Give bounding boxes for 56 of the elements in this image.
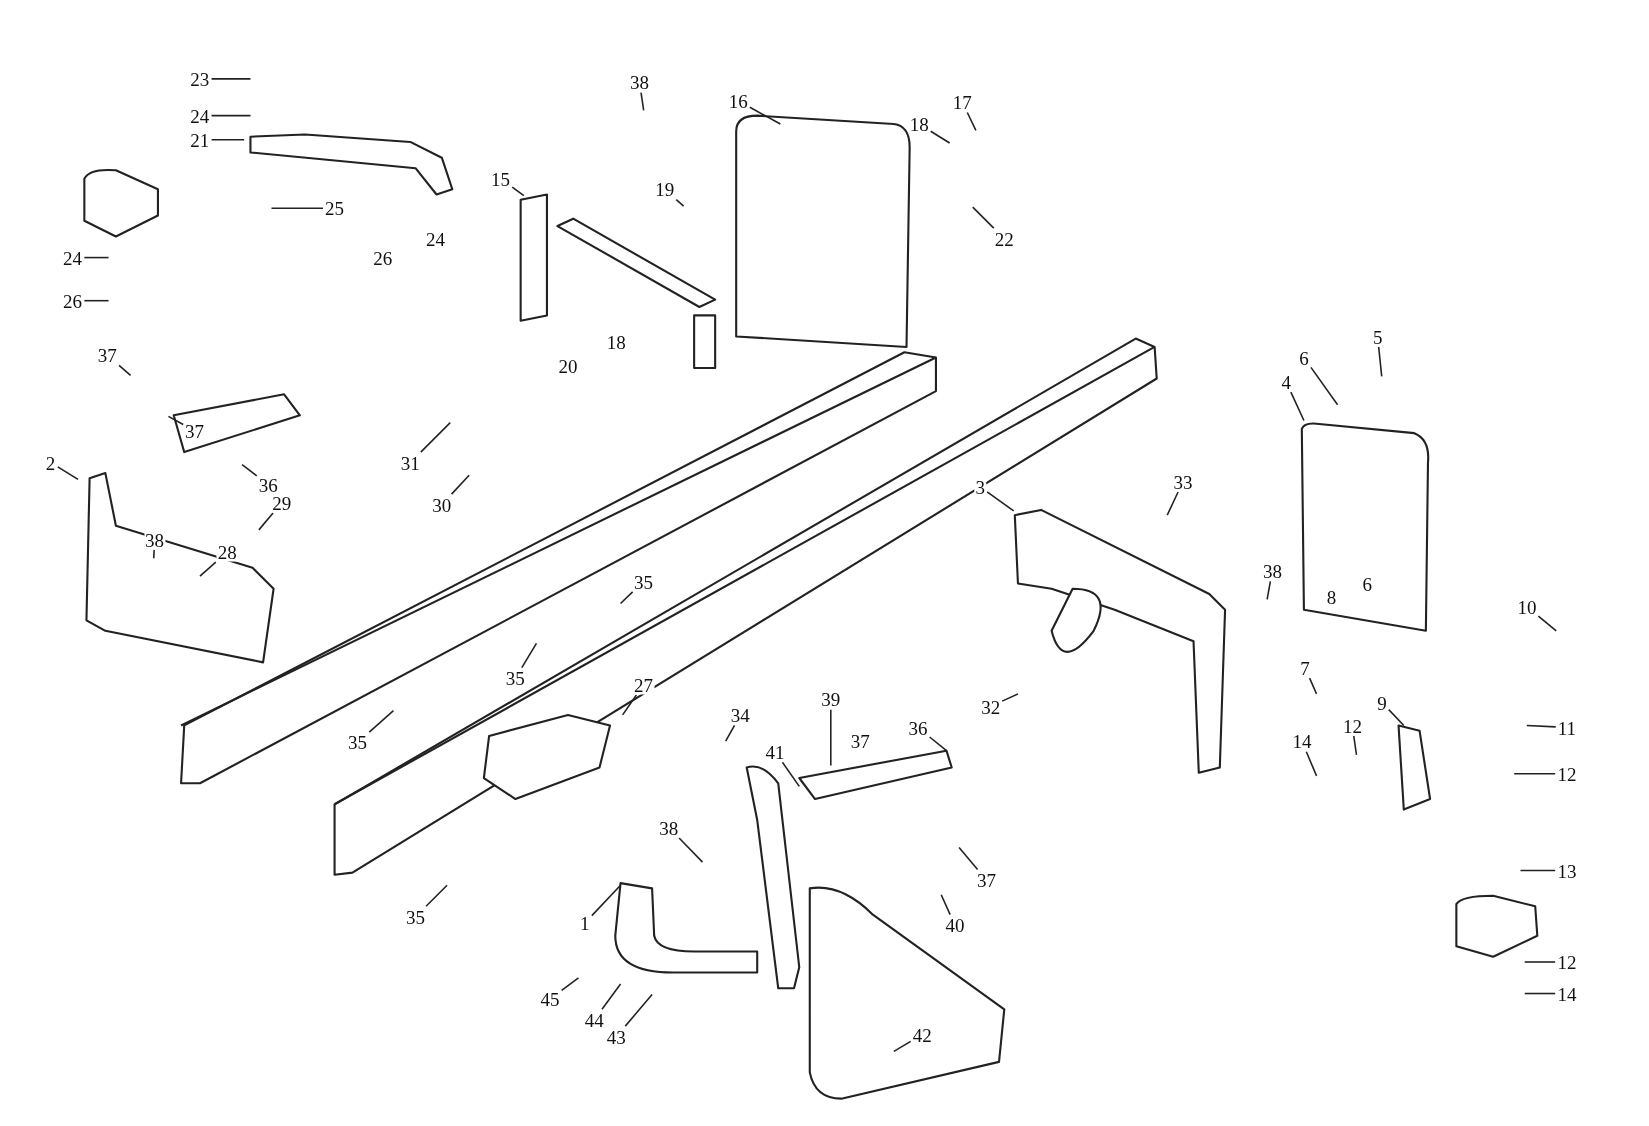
leader-line xyxy=(986,491,1015,512)
leader-line xyxy=(830,708,832,767)
leader-line xyxy=(929,130,951,144)
leader-line xyxy=(724,724,736,742)
leader-line xyxy=(678,837,704,863)
leader-line xyxy=(1305,750,1318,777)
leader-line xyxy=(83,256,110,259)
leader-line xyxy=(621,694,638,716)
leader-line xyxy=(56,466,79,481)
leader-line xyxy=(1513,773,1556,775)
leader-line xyxy=(521,642,538,669)
leader-line xyxy=(270,207,324,209)
leader-line xyxy=(591,884,622,917)
leader-line xyxy=(1001,693,1019,702)
leader-line xyxy=(152,549,155,560)
leader-line xyxy=(749,106,782,125)
leader-line xyxy=(210,78,252,80)
callout-number: 38 xyxy=(144,530,166,549)
leader-line xyxy=(940,893,951,916)
leader-line xyxy=(1387,708,1405,727)
leader-line xyxy=(241,463,258,477)
leader-line xyxy=(83,299,110,302)
leader-line xyxy=(958,846,979,871)
leader-line xyxy=(167,415,184,426)
leader-line xyxy=(1523,992,1556,995)
leader-line xyxy=(450,474,470,495)
leader-line xyxy=(210,139,245,141)
leader-line xyxy=(1352,735,1358,756)
leader-line xyxy=(966,111,977,132)
leader-line xyxy=(511,186,525,197)
leader-line xyxy=(368,709,395,733)
leader-line xyxy=(1290,391,1305,422)
leader-line xyxy=(624,993,653,1027)
leader-line xyxy=(893,1040,912,1053)
leader-line xyxy=(928,736,948,752)
leader-line xyxy=(1523,961,1556,963)
leader-line xyxy=(425,884,448,908)
leader-line xyxy=(1266,580,1272,601)
leader-line xyxy=(1308,677,1318,695)
leader-line xyxy=(1377,346,1383,378)
leader-line xyxy=(971,206,995,229)
leader-line xyxy=(619,591,634,605)
leader-line xyxy=(1310,366,1339,406)
leader-line xyxy=(118,364,132,377)
leader-line xyxy=(1537,615,1558,632)
leader-line xyxy=(1526,724,1557,728)
leader-line xyxy=(675,198,685,207)
leader-line xyxy=(420,421,451,453)
leader-line xyxy=(560,976,580,992)
leader-line xyxy=(210,114,252,117)
leader-line xyxy=(781,761,801,788)
leader-line xyxy=(1166,491,1179,516)
leader-line xyxy=(199,561,217,577)
leader-line xyxy=(640,91,645,112)
leader-line xyxy=(258,512,274,531)
leader-line xyxy=(601,983,622,1011)
